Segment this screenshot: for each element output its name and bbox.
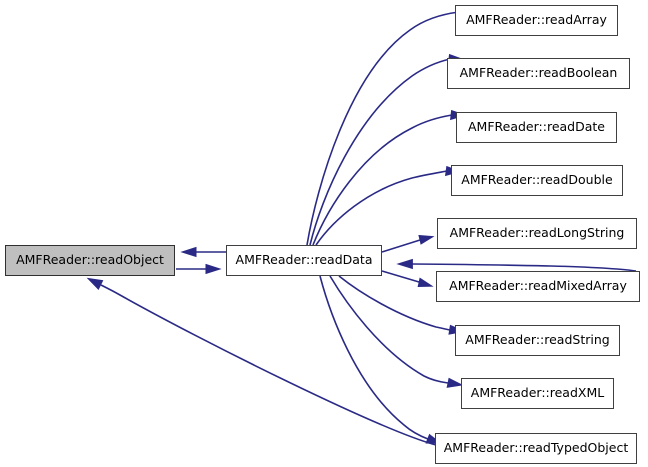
node-readdate[interactable]: AMFReader::readDate — [456, 112, 617, 143]
node-readxml[interactable]: AMFReader::readXML — [461, 378, 614, 409]
node-readstring[interactable]: AMFReader::readString — [455, 325, 620, 356]
node-readtypedobject[interactable]: AMFReader::readTypedObject — [435, 433, 637, 464]
edge-readtypedobject-to-readobject — [86, 277, 437, 446]
node-readdata-label: AMFReader::readData — [235, 252, 373, 268]
node-readdate-label: AMFReader::readDate — [468, 119, 605, 135]
node-readstring-label: AMFReader::readString — [465, 332, 610, 348]
edge-readdata-to-readarray — [306, 6, 474, 246]
node-readboolean-label: AMFReader::readBoolean — [459, 65, 618, 81]
node-readobject-label: AMFReader::readObject — [16, 252, 164, 268]
node-readlongstring[interactable]: AMFReader::readLongString — [437, 218, 637, 249]
node-readmixedarray-label: AMFReader::readMixedArray — [449, 278, 627, 294]
node-readboolean[interactable]: AMFReader::readBoolean — [447, 58, 630, 89]
node-readarray[interactable]: AMFReader::readArray — [455, 5, 618, 36]
node-readxml-label: AMFReader::readXML — [470, 385, 605, 401]
edge-readobject-to-readdata — [176, 263, 222, 275]
edge-readdata-to-readobject — [180, 246, 226, 258]
edge-readdata-to-readlongstring — [381, 234, 435, 253]
node-readmixedarray[interactable]: AMFReader::readMixedArray — [436, 271, 640, 302]
node-readdouble[interactable]: AMFReader::readDouble — [451, 165, 623, 196]
node-readdata[interactable]: AMFReader::readData — [226, 245, 382, 276]
edge-readdata-to-readmixedarray — [381, 270, 434, 288]
edge-readdata-to-readxml — [329, 275, 464, 388]
node-readarray-label: AMFReader::readArray — [466, 12, 607, 28]
node-readtypedobject-label: AMFReader::readTypedObject — [443, 440, 629, 456]
edge-readmixedarray-to-readdata — [396, 258, 637, 272]
node-readlongstring-label: AMFReader::readLongString — [449, 225, 625, 241]
edge-readdata-to-readtypedobject — [319, 275, 443, 445]
node-readdouble-label: AMFReader::readDouble — [461, 172, 613, 188]
node-readobject[interactable]: AMFReader::readObject — [5, 245, 175, 276]
